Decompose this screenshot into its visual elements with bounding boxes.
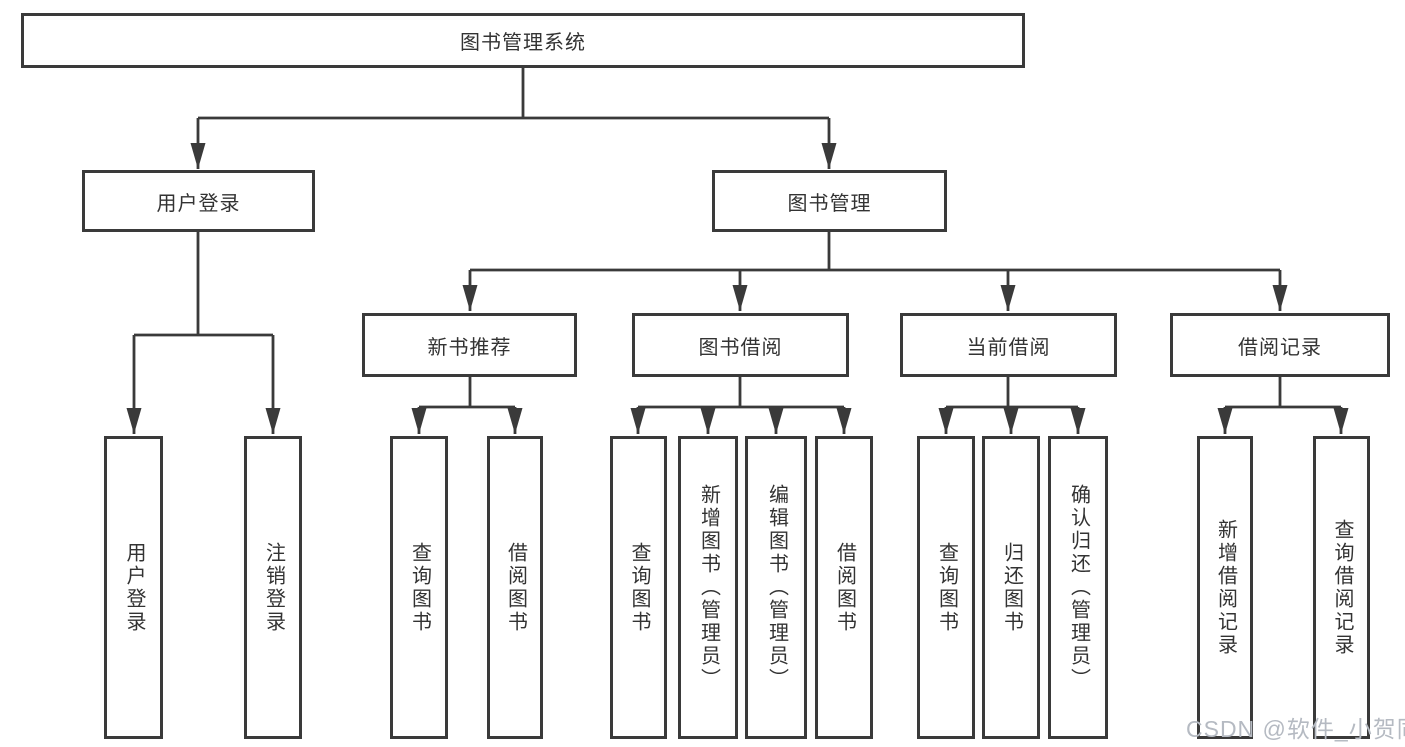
- node-leaf-query-books-borrow: 查询图书: [610, 436, 667, 739]
- leaf-label: 确认归还（管理员）: [1067, 484, 1090, 691]
- node-library-management-system: 图书管理系统: [21, 13, 1025, 68]
- leaf-label: 编辑图书（管理员）: [765, 484, 788, 691]
- node-new-book-recommend: 新书推荐: [362, 313, 577, 377]
- leaf-label: 新增借阅记录: [1214, 518, 1237, 657]
- leaf-label: 用户登录: [123, 541, 145, 634]
- node-leaf-return-books: 归还图书: [982, 436, 1040, 739]
- node-leaf-add-books-admin: 新增图书（管理员）: [678, 436, 738, 739]
- node-book-management: 图书管理: [712, 170, 947, 232]
- node-leaf-borrow-books-recommend: 借阅图书: [487, 436, 543, 739]
- leaf-label: 查询借阅记录: [1331, 518, 1353, 657]
- node-current-borrow: 当前借阅: [900, 313, 1117, 377]
- node-leaf-edit-books-admin: 编辑图书（管理员）: [745, 436, 807, 739]
- leaf-label: 新增图书（管理员）: [697, 484, 720, 691]
- leaf-label: 注销登录: [262, 541, 285, 634]
- node-leaf-logout: 注销登录: [244, 436, 302, 739]
- leaf-label: 借阅图书: [833, 541, 856, 634]
- leaf-label: 借阅图书: [504, 541, 527, 634]
- node-leaf-query-books-current: 查询图书: [917, 436, 975, 739]
- leaf-label: 查询图书: [935, 541, 958, 634]
- node-book-borrow: 图书借阅: [632, 313, 849, 377]
- csdn-watermark: CSDN @软件_小贺同学: [1186, 716, 1405, 742]
- node-leaf-query-books-recommend: 查询图书: [390, 436, 448, 739]
- node-borrow-records: 借阅记录: [1170, 313, 1390, 377]
- leaf-label: 查询图书: [408, 541, 431, 634]
- leaf-label: 归还图书: [1000, 541, 1023, 634]
- node-leaf-add-borrow-record: 新增借阅记录: [1197, 436, 1253, 739]
- node-leaf-borrow-books: 借阅图书: [815, 436, 873, 739]
- leaf-label: 查询图书: [628, 541, 650, 634]
- node-leaf-confirm-return-admin: 确认归还（管理员）: [1048, 436, 1108, 739]
- node-user-login: 用户登录: [82, 170, 315, 232]
- node-leaf-query-borrow-record: 查询借阅记录: [1313, 436, 1370, 739]
- node-leaf-user-login: 用户登录: [104, 436, 163, 739]
